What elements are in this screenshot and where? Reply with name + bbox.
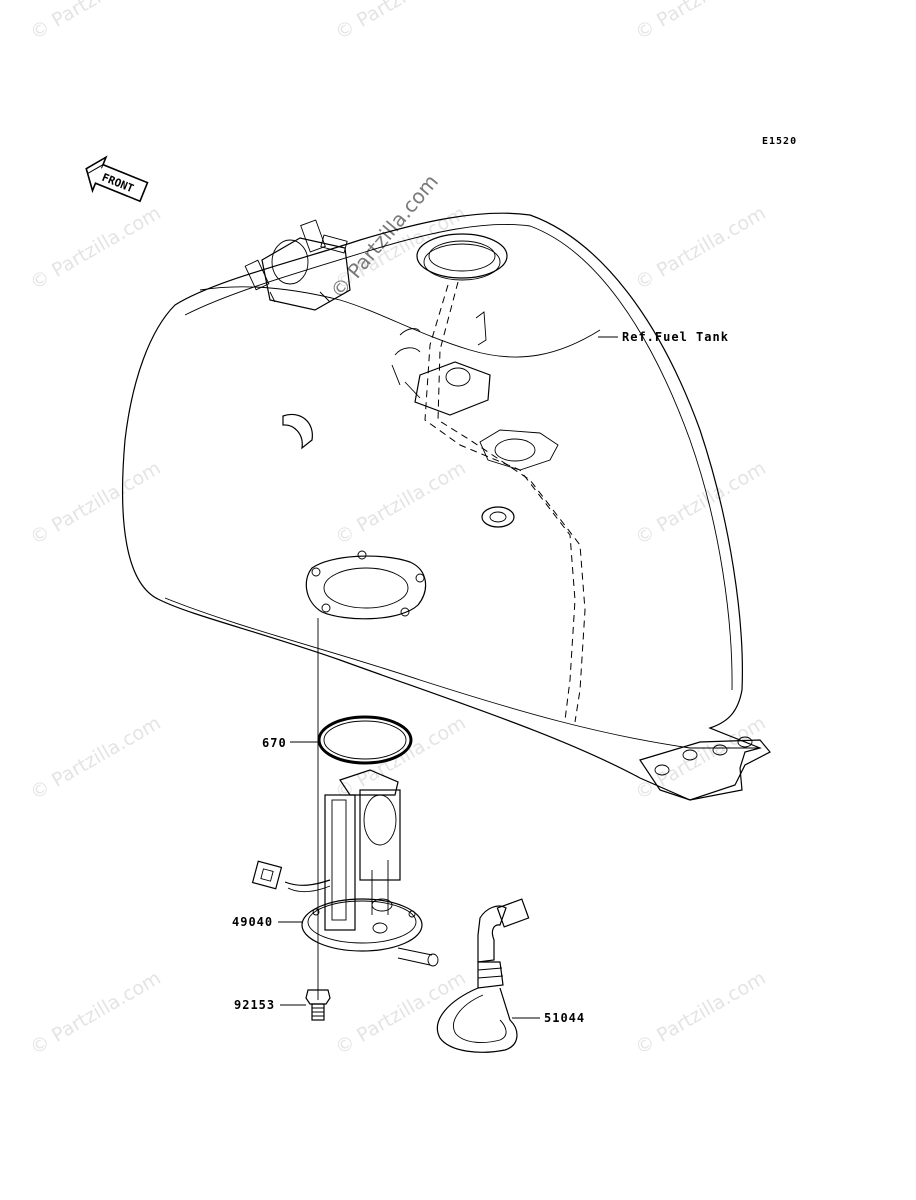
watermark: © Partzilla.com — [27, 712, 165, 804]
watermark: © Partzilla.com — [632, 202, 770, 294]
watermark: © Partzilla.com — [332, 0, 470, 44]
watermark-layer: © Partzilla.com © Partzilla.com © Partzi… — [27, 0, 770, 1059]
callout-92153[interactable]: 92153 — [234, 998, 276, 1012]
watermark: © Partzilla.com — [632, 712, 770, 804]
fuel-gauge-housing — [391, 328, 491, 416]
bolt-92153 — [305, 989, 331, 1021]
watermark: © Partzilla.com — [27, 967, 165, 1059]
reference-label: Ref.Fuel Tank — [622, 330, 729, 344]
watermark: © Partzilla.com — [632, 0, 770, 44]
callout-49040[interactable]: 49040 — [232, 915, 274, 929]
watermark: © Partzilla.com — [27, 457, 165, 549]
watermark: © Partzilla.com — [632, 967, 770, 1059]
fuel-pump-49040 — [251, 769, 439, 967]
fuel-valve-assembly — [244, 219, 351, 311]
gauge-gasket — [479, 429, 559, 471]
fuel-tank — [121, 212, 771, 801]
rear-mount-bracket — [639, 736, 771, 801]
internal-hose-path — [424, 284, 576, 721]
tank-drain-boss — [481, 506, 515, 528]
o-ring-670 — [317, 715, 413, 765]
fuel-hose-51044 — [436, 898, 530, 1053]
callout-51044[interactable]: 51044 — [544, 1011, 586, 1025]
watermark: © Partzilla.com — [27, 0, 165, 44]
pump-mount-flange — [305, 550, 427, 620]
watermark: © Partzilla.com — [332, 457, 470, 549]
diagram-code: E1520 — [762, 136, 798, 147]
watermark: © Partzilla.com — [27, 202, 165, 294]
fuel-filler-opening — [416, 233, 508, 281]
side-mount-bracket — [282, 413, 313, 450]
front-arrow-icon: FRONT — [85, 155, 149, 203]
callout-670[interactable]: 670 — [262, 736, 287, 750]
